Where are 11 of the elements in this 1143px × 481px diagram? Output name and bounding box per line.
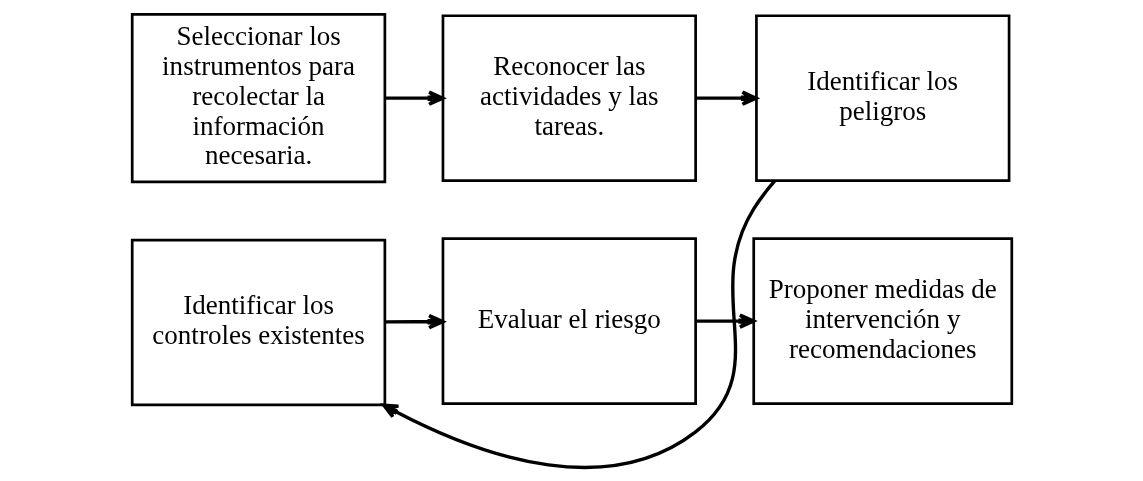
node-box: Identificar los peligros — [754, 13, 1010, 182]
node-box: Proponer medidas de intervención y recomendaciones — [751, 236, 1013, 405]
arrow — [695, 312, 755, 329]
node-box: Identificar los controles existentes — [130, 238, 386, 406]
node-box: Evaluar el riesgo — [441, 236, 697, 405]
node-box: Seleccionar los instrumentos para recolectar la información necesaria. — [130, 12, 386, 183]
arrow — [384, 313, 444, 329]
arrow — [384, 89, 444, 106]
arrow — [381, 179, 776, 469]
arrow — [695, 89, 758, 106]
node-box: Reconocer las actividades y las tareas. — [441, 13, 697, 182]
